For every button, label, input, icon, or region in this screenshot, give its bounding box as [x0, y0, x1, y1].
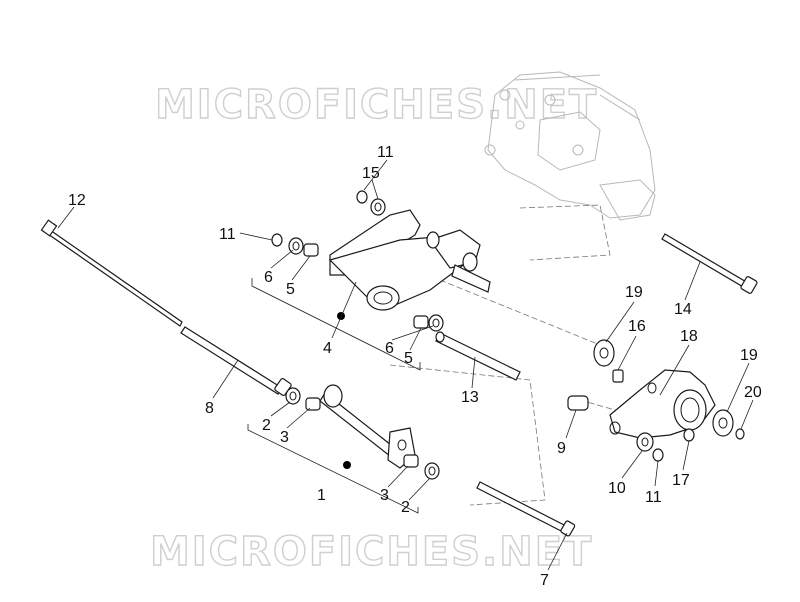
- callout-11-top: 11: [377, 144, 394, 161]
- callout-5-upper: 5: [286, 281, 295, 298]
- part-16-screw: [612, 369, 624, 383]
- callout-3-right: 3: [380, 487, 389, 504]
- watermark-top: MICROFICHES.NET: [155, 82, 598, 128]
- callout-2-right: 2: [401, 499, 410, 516]
- callout-5-mid: 5: [404, 350, 413, 367]
- leader-lines: [57, 159, 754, 571]
- callout-18: 18: [680, 328, 698, 345]
- kit-bracket-1: [247, 424, 419, 514]
- part-11-nut-bottom: [652, 448, 664, 462]
- part-1-lower-arm: [319, 384, 416, 469]
- callout-19-left: 19: [625, 284, 643, 301]
- part-19-silent-block-left: [593, 339, 615, 367]
- callout-6-mid: 6: [385, 340, 394, 357]
- part-2-washer-right: [424, 462, 440, 480]
- part-5-bush-upper: [303, 243, 319, 257]
- callout-20: 20: [744, 384, 762, 401]
- part-8-spindle: [180, 326, 292, 396]
- part-19-silent-block-right: [712, 409, 734, 437]
- callout-6-upper: 6: [264, 269, 273, 286]
- callout-8: 8: [205, 400, 214, 417]
- small-hardware: [271, 190, 745, 480]
- part-11-nut-upper: [271, 233, 283, 247]
- kit-dot-lower: [343, 461, 351, 469]
- callout-10: 10: [608, 480, 626, 497]
- callout-19-right: 19: [740, 347, 758, 364]
- part-15-washer: [370, 198, 386, 216]
- callout-9: 9: [557, 440, 566, 457]
- part-11-nut-top: [356, 190, 368, 204]
- part-10-washer: [636, 432, 654, 452]
- callout-12: 12: [68, 192, 86, 209]
- part-5-bush-mid: [413, 315, 429, 329]
- callout-16: 16: [628, 318, 646, 335]
- callout-2-left: 2: [262, 417, 271, 434]
- part-20-circlip: [735, 428, 745, 440]
- callout-7: 7: [540, 572, 549, 589]
- part-3-bush-left: [305, 397, 321, 411]
- watermark-bottom: MICROFICHES.NET: [150, 529, 593, 575]
- part-12-long-bolt: [40, 219, 183, 327]
- part-7-lower-bolt: [476, 481, 576, 537]
- part-14-pivot-bolt: [661, 233, 758, 294]
- callout-17: 17: [672, 472, 690, 489]
- callout-14: 14: [674, 301, 692, 318]
- callout-13: 13: [461, 389, 479, 406]
- part-18-bracket: [609, 369, 716, 439]
- callout-11-left: 11: [219, 226, 236, 243]
- callout-labels: 12 11 15 11 6 5 4 6 5 13 8 2 3 1 3 2 7 9…: [68, 144, 762, 589]
- part-13-spindle: [435, 331, 521, 381]
- callout-4: 4: [323, 340, 332, 357]
- part-6-washer-mid: [428, 314, 444, 332]
- callout-1: 1: [317, 487, 326, 504]
- part-4-swinging-arm: [328, 209, 491, 311]
- part-3-bush-right: [403, 454, 419, 468]
- callout-3-left: 3: [280, 429, 289, 446]
- engine-block: [484, 71, 656, 221]
- part-2-washer-left: [285, 387, 301, 405]
- part-9-bush: [567, 395, 589, 411]
- callout-11-bottom: 11: [645, 489, 662, 506]
- callout-15: 15: [362, 165, 380, 182]
- part-17-nut: [683, 428, 695, 442]
